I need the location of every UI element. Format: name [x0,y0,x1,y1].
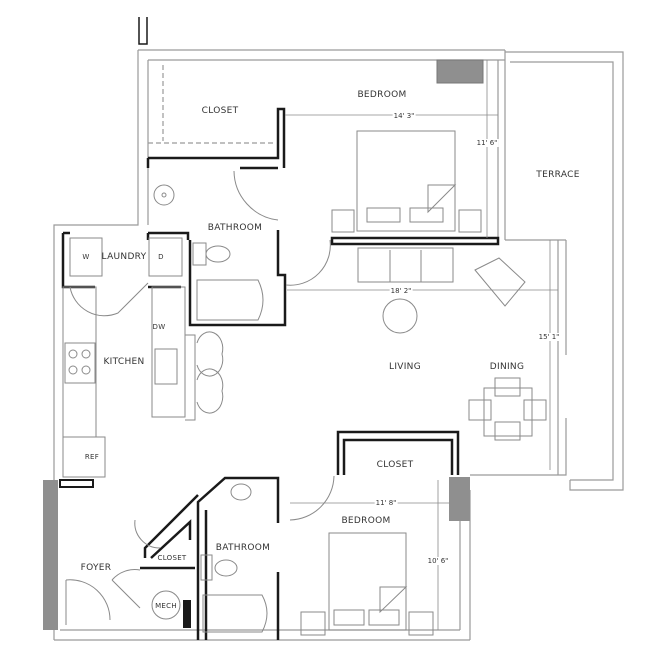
bathroom-bottom-label: BATHROOM [215,543,271,553]
fireplace-block [436,59,484,84]
bathroom-top-label: BATHROOM [207,223,263,233]
mech-label: MECH [155,602,177,610]
column-left [43,480,58,630]
bedroom-top-depth-dim: 11' 6" [475,139,499,147]
refrigerator-label: REF [84,453,100,461]
mech-panel [183,600,191,628]
dishwasher-label: DW [152,323,166,331]
bedroom-bottom-label: BEDROOM [341,516,391,526]
bedroom-top-width-dim: 14' 3" [392,112,416,120]
living-depth-dim: 15' 1" [537,333,561,341]
closet-top-label: CLOSET [201,106,239,116]
dining-label: DINING [489,362,525,372]
closet-top-outline [148,65,276,144]
foyer-label: FOYER [80,563,112,573]
closet-small-label: CLOSET [157,554,187,562]
bedroom-bottom-depth-dim: 10' 6" [426,557,450,565]
washer-label: W [82,253,90,261]
outer-walls [53,17,624,641]
fixtures [59,130,547,636]
kitchen-label: KITCHEN [103,357,145,367]
dimension-lines [285,60,558,630]
closet-middle-label: CLOSET [376,460,414,470]
bedroom-top-label: BEDROOM [357,90,407,100]
laundry-label: LAUNDRY [101,252,147,262]
bedroom-bottom-width-dim: 11' 8" [374,499,398,507]
living-label: LIVING [389,362,421,372]
dryer-label: D [158,253,164,261]
terrace-label: TERRACE [536,170,580,180]
living-width-dim: 18' 2" [389,287,413,295]
column-right [449,477,470,521]
